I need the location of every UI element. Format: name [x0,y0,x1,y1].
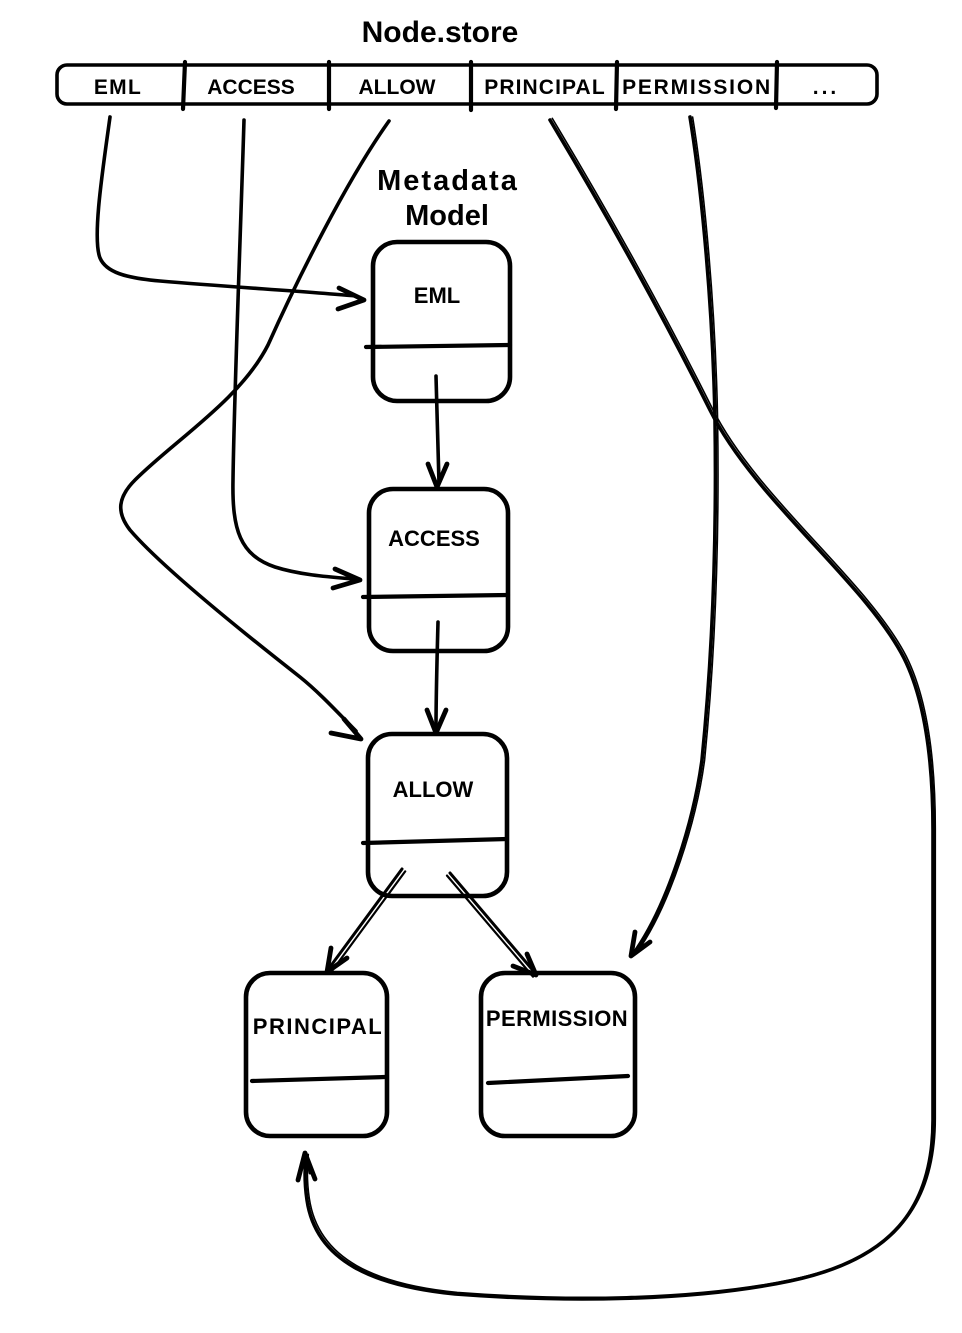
svg-text:EML: EML [94,76,142,99]
svg-text:Model: Model [405,200,489,232]
svg-text:ALLOW: ALLOW [359,76,436,99]
svg-text:PRINCIPAL: PRINCIPAL [484,76,606,99]
svg-text:PERMISSION: PERMISSION [622,76,772,99]
svg-text:ACCESS: ACCESS [388,526,480,551]
svg-text:PERMISSION: PERMISSION [486,1006,628,1031]
svg-text:PRINCIPAL: PRINCIPAL [253,1014,383,1039]
svg-text:...: ... [813,76,840,99]
svg-text:ACCESS: ACCESS [207,76,295,99]
svg-text:EML: EML [414,283,460,308]
svg-text:Node.store: Node.store [362,16,519,49]
svg-text:ALLOW: ALLOW [393,777,474,802]
svg-text:Metadata: Metadata [377,165,519,197]
